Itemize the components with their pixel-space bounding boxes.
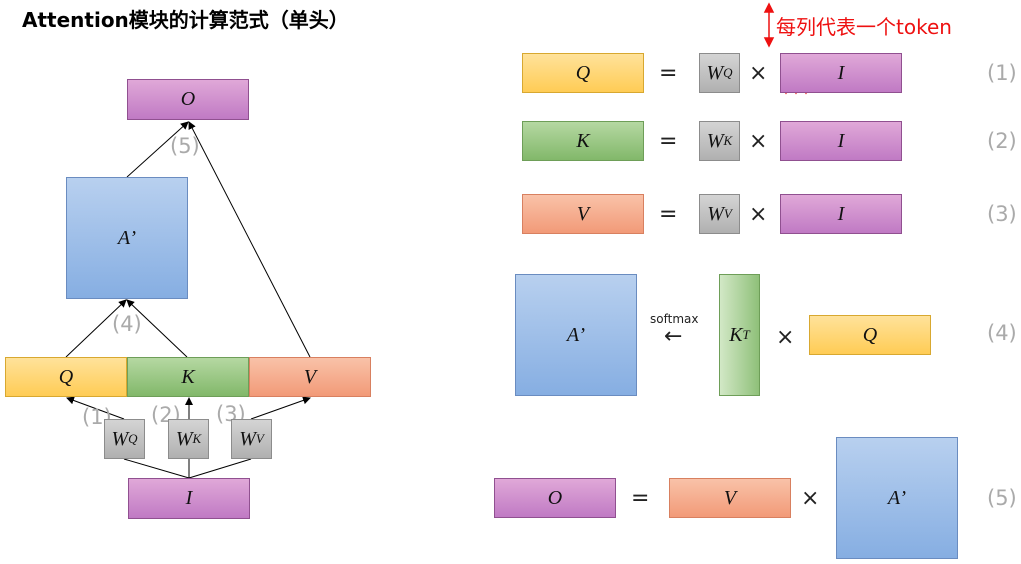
eq3-step-label: (3) bbox=[987, 202, 1017, 226]
eq3-v-box: V bbox=[522, 194, 644, 234]
step-label-5: (5) bbox=[170, 134, 200, 158]
eq4-times: × bbox=[776, 325, 795, 350]
step-label-4: (4) bbox=[112, 312, 142, 336]
eq2-times: × bbox=[749, 129, 768, 154]
eq4-left-arrow: ← bbox=[664, 324, 683, 349]
eq4-a-box: A’ bbox=[515, 274, 637, 396]
arrow-a-to-o bbox=[126, 121, 189, 178]
eq3-equals: = bbox=[659, 202, 678, 227]
eq1-equals: = bbox=[659, 61, 678, 86]
arrow-v-to-o bbox=[188, 121, 311, 358]
eq4-q-box: Q bbox=[809, 315, 931, 355]
value-box-v: V bbox=[249, 357, 371, 397]
eq1-times: × bbox=[749, 61, 768, 86]
eq3-i-box: I bbox=[780, 194, 902, 234]
query-box-q: Q bbox=[5, 357, 127, 397]
arrow-wq-to-q bbox=[66, 396, 125, 420]
eq3-times: × bbox=[749, 202, 768, 227]
input-box-i: I bbox=[128, 478, 250, 519]
arrow-wv-to-v bbox=[250, 396, 311, 420]
eq5-v-box: V bbox=[669, 478, 791, 518]
token-column-annotation: 每列代表一个token bbox=[776, 15, 952, 39]
eq2-step-label: (2) bbox=[987, 129, 1017, 153]
eq4-step-label: (4) bbox=[987, 321, 1017, 345]
eq5-equals: = bbox=[631, 486, 650, 511]
eq4-softmax-label: softmax bbox=[650, 312, 699, 326]
eq5-a-box: A’ bbox=[836, 437, 958, 559]
page-title: Attention模块的计算范式（单头） bbox=[22, 8, 349, 32]
key-box-k: K bbox=[127, 357, 249, 397]
eq5-times: × bbox=[801, 486, 820, 511]
eq2-k-box: K bbox=[522, 121, 644, 161]
eq1-i-box: I bbox=[780, 53, 902, 93]
output-box-o: O bbox=[127, 79, 249, 120]
eq1-q-box: Q bbox=[522, 53, 644, 93]
line-i-to-wq bbox=[123, 458, 190, 479]
attention-box-a: A’ bbox=[66, 177, 188, 299]
eq5-step-label: (5) bbox=[987, 486, 1017, 510]
arrow-k-to-a bbox=[126, 299, 188, 358]
line-i-to-wv bbox=[188, 458, 252, 479]
eq1-step-label: (1) bbox=[987, 61, 1017, 85]
eq5-o-box: O bbox=[494, 478, 616, 518]
eq2-i-box: I bbox=[780, 121, 902, 161]
eq2-equals: = bbox=[659, 129, 678, 154]
arrow-q-to-a bbox=[65, 299, 127, 358]
